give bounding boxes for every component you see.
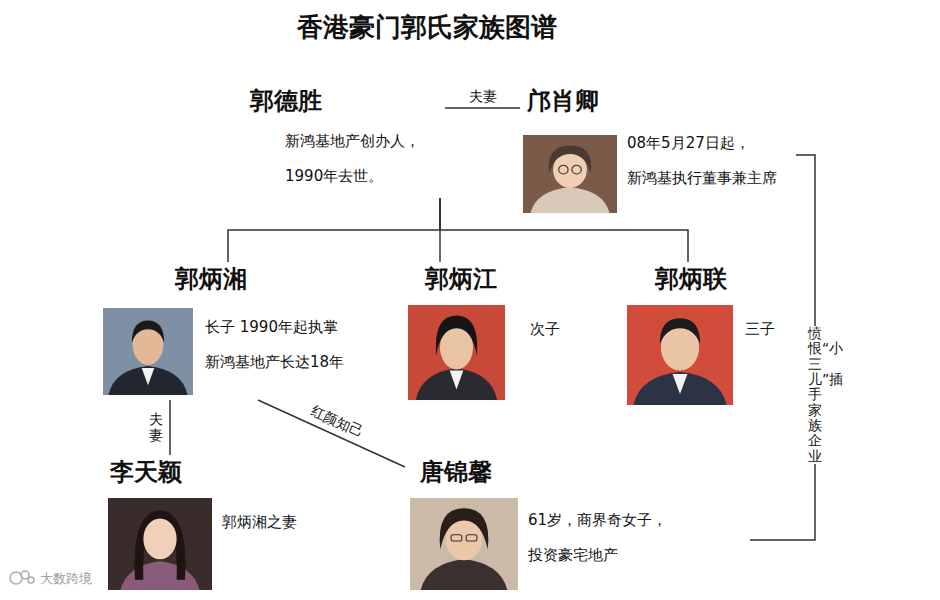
person-note: 次子 (530, 312, 560, 347)
person-node: 郭炳湘长子 1990年起执掌 新鸿基地产长达18年 (100, 262, 379, 400)
person-note: 长子 1990年起执掌 新鸿基地产长达18年 (205, 310, 375, 380)
portrait-photo (103, 308, 193, 395)
edge-label: 红颜知己 (308, 402, 366, 441)
portrait-photo (108, 498, 212, 590)
person-note: 61岁，商界奇女子， 投资豪宅地产 (528, 503, 678, 573)
family-line (258, 400, 405, 467)
portrait-photo (410, 498, 518, 590)
person-name: 邝肖卿 (527, 86, 599, 116)
person-note: 三子 (745, 312, 775, 347)
person-node: 李天颖郭炳湘之妻 (105, 455, 335, 593)
person-name: 唐锦馨 (420, 457, 492, 487)
person-note: 08年5月27日起， 新鸿基执行董事兼主席 (627, 126, 792, 196)
family-line (445, 107, 520, 109)
person-node: 郭炳联三子 (625, 262, 785, 407)
person-node: 唐锦馨 61岁，商界奇女子， 投资豪宅地产 (405, 455, 750, 593)
person-node: 郭炳江次子 (405, 262, 565, 402)
person-name: 李天颖 (110, 457, 182, 487)
person-name: 郭炳湘 (175, 264, 247, 294)
family-line (440, 198, 688, 262)
person-note: 郭炳湘之妻 (222, 505, 297, 540)
edge-label: 愤恨“小三儿”插手家族企业 (808, 326, 822, 465)
person-note: 新鸿基地产创办人， 1990年去世。 (285, 124, 433, 194)
diagram-title: 香港豪门郭氏家族图谱 (297, 10, 557, 45)
person-name: 郭炳联 (655, 264, 727, 294)
family-line (750, 155, 815, 540)
person-node: 邝肖卿 08年5月27日起， 新鸿基执行董事兼主席 (520, 86, 796, 218)
edge-label: 夫妻 (469, 88, 497, 105)
portrait-photo (523, 135, 617, 213)
watermark-text: 大数跨境 (40, 570, 92, 588)
person-name: 郭炳江 (425, 264, 497, 294)
portrait-photo (408, 305, 505, 400)
family-line (169, 400, 171, 455)
person-node: 郭德胜新鸿基地产创办人， 1990年去世。 (245, 86, 445, 198)
family-line (228, 198, 440, 262)
edge-label: 夫妻 (149, 412, 163, 443)
person-name: 郭德胜 (250, 86, 322, 116)
watermark-logo (10, 571, 34, 584)
portrait-photo (627, 305, 733, 405)
